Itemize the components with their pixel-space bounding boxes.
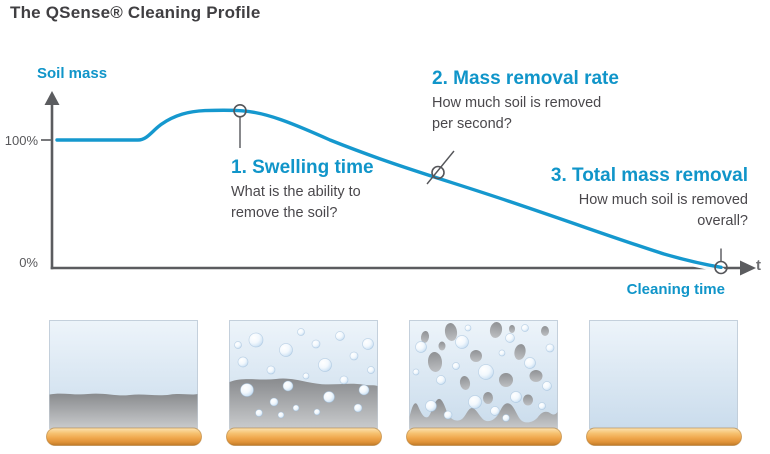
sensor-surface-graphic <box>586 428 742 446</box>
axes <box>41 91 756 276</box>
soil-mass-curve <box>55 108 725 273</box>
annotation-3-subtext-line2: overall? <box>697 213 748 229</box>
annotation-swelling-time: 1. Swelling time What is the ability to … <box>231 156 374 224</box>
stage-4-clean-surface-illustration <box>586 320 742 446</box>
stage-2-swelling-illustration <box>226 320 382 446</box>
annotation-1-subtext-line2: remove the soil? <box>231 205 338 221</box>
x-axis-arrow-icon <box>740 260 756 276</box>
annotation-3-subtext-line1: How much soil is removed <box>578 192 748 208</box>
sensor-surface-graphic <box>46 428 202 446</box>
soil-layer-graphic <box>229 378 378 429</box>
marker-3-end-point <box>714 260 728 275</box>
annotation-2-heading: 2. Mass removal rate <box>432 68 619 89</box>
sensor-surface-edge <box>586 427 742 446</box>
marker-2-rate-point <box>431 165 445 180</box>
page-title: The QSense® Cleaning Profile <box>10 3 261 22</box>
annotation-2-subtext-line1: How much soil is removed <box>432 95 602 111</box>
soil-fragments-graphic <box>420 322 549 406</box>
marker-1-swelling-point <box>233 104 247 118</box>
sensor-surface-edge <box>226 427 382 446</box>
annotation-total-mass-removal: 3. Total mass removal How much soil is r… <box>551 164 748 232</box>
y-axis-label: Soil mass <box>37 65 108 82</box>
bubbles-graphic <box>412 324 555 422</box>
annotation-1-subtext-line1: What is the ability to <box>231 184 361 200</box>
stage-3-mass-removal-illustration <box>406 320 562 446</box>
soil-layer-graphic <box>49 393 198 429</box>
annotation-mass-removal-rate: 2. Mass removal rate How much soil is re… <box>432 67 619 135</box>
y-tick-100: 100% <box>4 133 38 148</box>
y-tick-0: 0% <box>19 255 38 270</box>
curve-markers <box>233 104 728 275</box>
bubbles-graphic <box>234 328 375 419</box>
sensor-surface-edge <box>406 427 562 446</box>
annotation-1-heading: 1. Swelling time <box>231 157 374 178</box>
x-axis-label: Cleaning time <box>626 281 725 298</box>
sensor-surface-edge <box>46 427 202 446</box>
liquid-graphic <box>589 320 738 429</box>
sensor-surface-graphic <box>226 428 382 446</box>
y-axis-arrow-icon <box>44 91 60 105</box>
x-axis-t-label: t <box>756 257 761 274</box>
annotation-3-heading: 3. Total mass removal <box>550 165 748 186</box>
soil-residue-graphic <box>409 398 558 429</box>
sensor-surface-graphic <box>406 428 562 446</box>
annotation-2-subtext-line2: per second? <box>432 116 512 132</box>
stage-1-soiled-surface-illustration <box>46 320 202 446</box>
